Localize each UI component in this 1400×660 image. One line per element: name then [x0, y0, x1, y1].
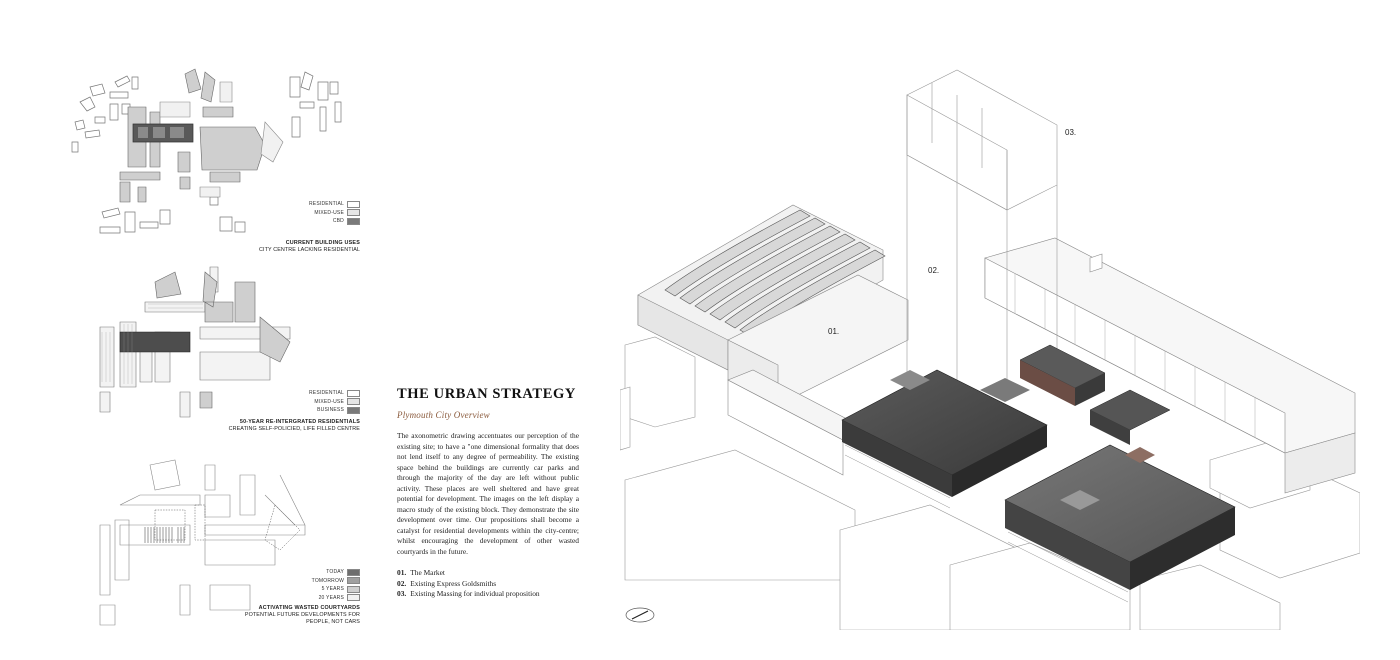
legend-item: TODAY: [312, 568, 360, 577]
axo-label-02: 02.: [928, 266, 939, 275]
east-terrace-divisions: [1014, 274, 1256, 438]
map3-subtitle-line-2: PEOPLE, NOT CARS: [306, 619, 360, 625]
shopfronts: [844, 444, 1129, 603]
map3-legend: TODAY TOMORROW 5 YEARS 20 YEARS: [312, 568, 360, 602]
key-item: 03.Existing Massing for individual propo…: [397, 589, 540, 598]
legend-swatch: [347, 217, 360, 225]
legend-item: TOMORROW: [312, 577, 360, 586]
legend-item: BUSINESS: [309, 406, 360, 415]
map1-caption: CURRENT BUILDING USES CITY CENTRE LACKIN…: [259, 240, 360, 254]
legend-item: 5 YEARS: [312, 585, 360, 594]
map-reintegrated-residentials: RESIDENTIAL MIXED-USE BUSINESS 50-YEAR R…: [60, 262, 360, 437]
legend-swatch: [347, 209, 360, 217]
strategy-body: The axonometric drawing accentuates our …: [397, 431, 579, 556]
figure-ground-map-2: [99, 266, 291, 418]
legend-swatch: [347, 389, 360, 397]
legend-swatch: [347, 200, 360, 208]
legend-swatch: [347, 406, 360, 414]
legend-swatch: [347, 577, 360, 585]
west-terrace: [727, 274, 909, 476]
legend-item: RESIDENTIAL: [309, 200, 360, 209]
key-item: 02.Existing Express Goldsmiths: [397, 578, 497, 588]
proposition-massing: [906, 69, 1058, 395]
strategy-subtitle: Plymouth City Overview: [397, 410, 490, 420]
existing-goldsmiths-block: [841, 344, 1106, 497]
numbered-key: 01.The Market 02.Existing Express Goldsm…: [397, 568, 579, 600]
existing-east-block: [1004, 389, 1236, 590]
axo-label-03: 03.: [1065, 128, 1076, 137]
axonometric-drawing: 01. 02. 03.: [620, 69, 1360, 630]
strategy-title: THE URBAN STRATEGY: [397, 386, 576, 402]
market-roof: [637, 204, 886, 371]
map2-legend: RESIDENTIAL MIXED-USE BUSINESS: [309, 389, 360, 415]
legend-swatch: [347, 568, 360, 576]
map1-title: CURRENT BUILDING USES: [285, 240, 360, 246]
map3-title: ACTIVATING WASTED COURTYARDS: [258, 605, 360, 611]
legend-item: 20 YEARS: [312, 594, 360, 603]
north-arrow-icon: [625, 607, 655, 623]
map3-caption: ACTIVATING WASTED COURTYARDS POTENTIAL F…: [245, 605, 360, 626]
legend-item: CBD: [309, 217, 360, 226]
map2-title: 50-YEAR RE-INTERGRATED RESIDENTIALS: [239, 419, 360, 425]
figure-ground-map-3: [99, 459, 306, 626]
legend-swatch: [347, 398, 360, 406]
figure-ground-map-1: [71, 68, 342, 234]
map3-subtitle-line-1: POTENTIAL FUTURE DEVELOPMENTS FOR: [244, 612, 360, 618]
map-current-building-uses: RESIDENTIAL MIXED-USE CBD CURRENT BUILDI…: [60, 62, 360, 257]
axo-label-01: 01.: [828, 327, 839, 336]
legend-item: MIXED-USE: [309, 209, 360, 218]
key-item: 01.The Market: [397, 568, 445, 577]
map1-subtitle: CITY CENTRE LACKING RESIDENTIAL: [259, 247, 360, 253]
map-activating-courtyards: TODAY TOMORROW 5 YEARS 20 YEARS ACTIVATI…: [60, 455, 360, 635]
map2-subtitle: CREATING SELF-POLICIED, LIFE FILLED CENT…: [228, 426, 360, 432]
urban-strategy-text: THE URBAN STRATEGY Plymouth City Overvie…: [397, 386, 579, 600]
map1-legend: RESIDENTIAL MIXED-USE CBD: [309, 200, 360, 226]
legend-item: MIXED-USE: [309, 398, 360, 407]
legend-item: RESIDENTIAL: [309, 389, 360, 398]
legend-swatch: [347, 594, 360, 602]
legend-swatch: [347, 585, 360, 593]
map2-caption: 50-YEAR RE-INTERGRATED RESIDENTIALS CREA…: [229, 419, 360, 433]
